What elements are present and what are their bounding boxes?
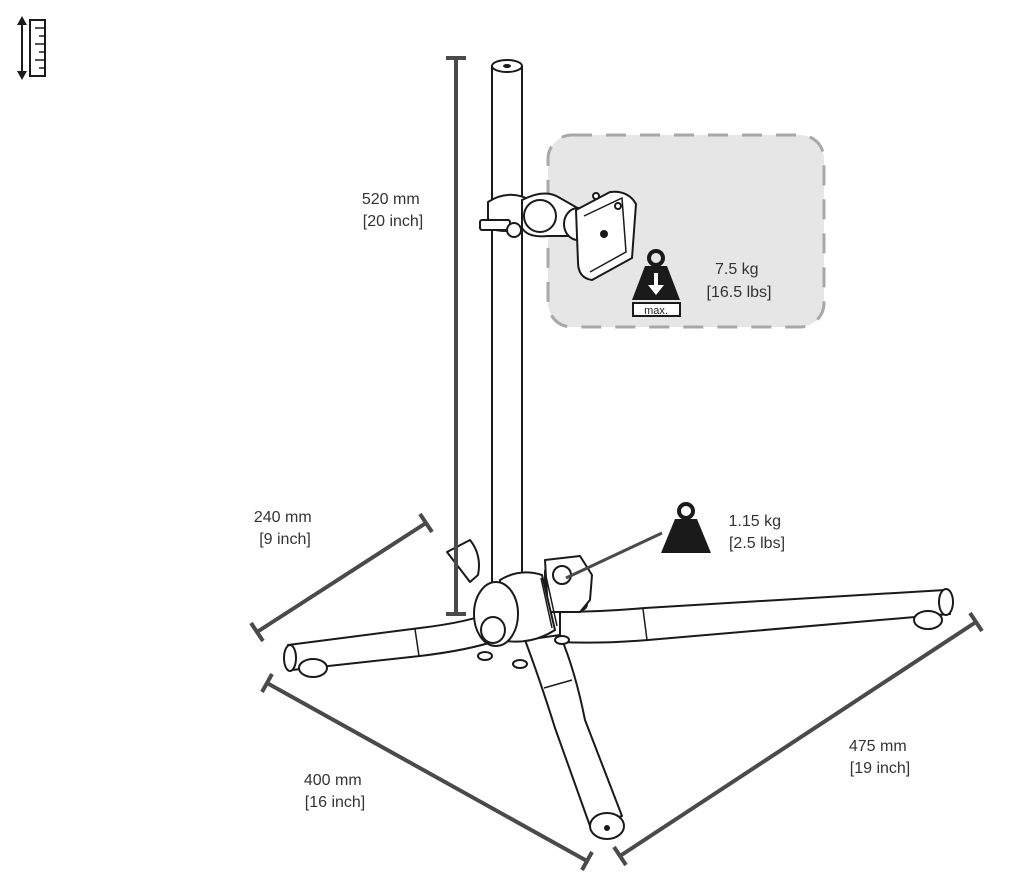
own-weight-kg: 1.15 kg: [729, 513, 781, 530]
height-label: 520 mm [20 inch]: [362, 191, 424, 230]
leg-short-label: 240 mm [9 inch]: [254, 509, 316, 548]
height-inch: [20 inch]: [363, 213, 423, 230]
leg-side-inch: [19 inch]: [850, 760, 910, 777]
leg-front-mm: 400 mm: [304, 772, 362, 789]
own-weight-lbs: [2.5 lbs]: [729, 535, 785, 552]
height-mm: 520 mm: [362, 191, 420, 208]
dimension-line-leg-short: [249, 512, 434, 643]
dimension-line-leg-side: [612, 611, 984, 867]
height-ruler-icon: [17, 16, 46, 80]
leg-short-mm: 240 mm: [254, 509, 312, 526]
own-weight-label: 1.15 kg [2.5 lbs]: [729, 513, 786, 552]
max-load-label: 7.5 kg [16.5 lbs]: [707, 261, 772, 301]
leg-front-inch: [16 inch]: [305, 794, 365, 811]
dimension-line-height: [446, 56, 466, 616]
max-load-kg: 7.5 kg: [715, 261, 759, 278]
stand-illustration: [283, 59, 954, 840]
leg-side-label: 475 mm [19 inch]: [849, 738, 911, 777]
max-load-lbs: [16.5 lbs]: [707, 284, 772, 301]
leg-short-inch: [9 inch]: [259, 531, 311, 548]
dimension-line-leg-front: [260, 673, 594, 871]
max-load-badge: max.: [644, 305, 668, 317]
leg-front-label: 400 mm [16 inch]: [304, 772, 366, 811]
weight-icon: [565, 502, 711, 580]
max-load-weight-icon: [632, 249, 681, 317]
leg-side-mm: 475 mm: [849, 738, 907, 755]
